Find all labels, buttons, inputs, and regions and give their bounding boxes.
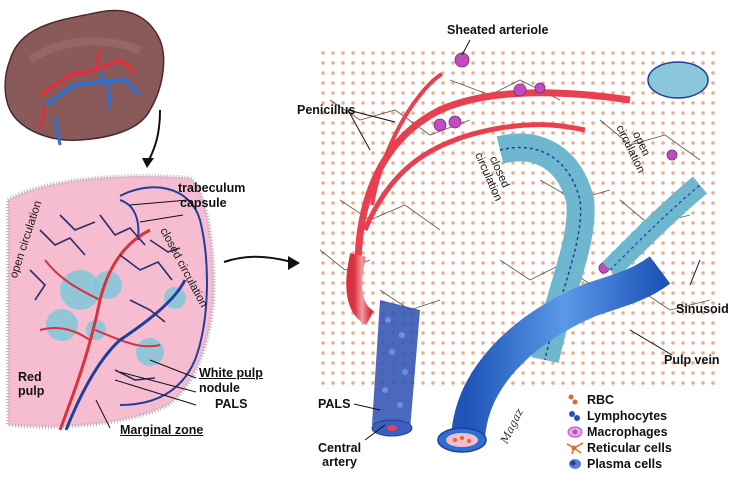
- label-red-pulp: Red pulp: [18, 370, 44, 398]
- label-pals-left: PALS: [215, 397, 247, 411]
- magnified-red-pulp: [320, 45, 720, 452]
- legend-item-lymphocytes: Lymphocytes: [566, 408, 667, 423]
- label-central-artery: Central artery: [318, 441, 361, 469]
- label-trabeculum: trabeculum: [178, 181, 245, 195]
- legend-label: Lymphocytes: [587, 409, 667, 423]
- label-pals-right: PALS: [318, 397, 350, 411]
- label-nodule: nodule: [199, 381, 240, 395]
- legend-item-plasma-cells: Plasma cells: [566, 456, 662, 471]
- label-sheathed-arteriole: Sheated arteriole: [447, 23, 548, 37]
- legend-item-macrophages: Macrophages: [566, 424, 668, 439]
- legend-item-rbc: RBC: [566, 392, 614, 407]
- plasma-cell-icon: [566, 457, 584, 471]
- legend-label: RBC: [587, 393, 614, 407]
- label-capsule: capsule: [180, 196, 227, 210]
- label-marginal-zone: Marginal zone: [120, 423, 203, 437]
- rbc-icon: [566, 393, 584, 407]
- legend-label: Macrophages: [587, 425, 668, 439]
- legend-label: Reticular cells: [587, 441, 672, 455]
- label-sinusoid: Sinusoid: [676, 302, 729, 316]
- legend-item-reticular-cells: Reticular cells: [566, 440, 672, 455]
- label-pulp-vein: Pulp vein: [664, 353, 720, 367]
- whole-spleen-illustration: [5, 10, 164, 145]
- reticular-cell-icon: [566, 441, 584, 455]
- lymphocyte-icon: [566, 409, 584, 423]
- legend-label: Plasma cells: [587, 457, 662, 471]
- label-penicillus: Penicillus: [297, 103, 355, 117]
- label-white-pulp: White pulp: [199, 366, 263, 380]
- zoom-arrow-2: [224, 256, 300, 270]
- macrophage-icon: [566, 425, 584, 439]
